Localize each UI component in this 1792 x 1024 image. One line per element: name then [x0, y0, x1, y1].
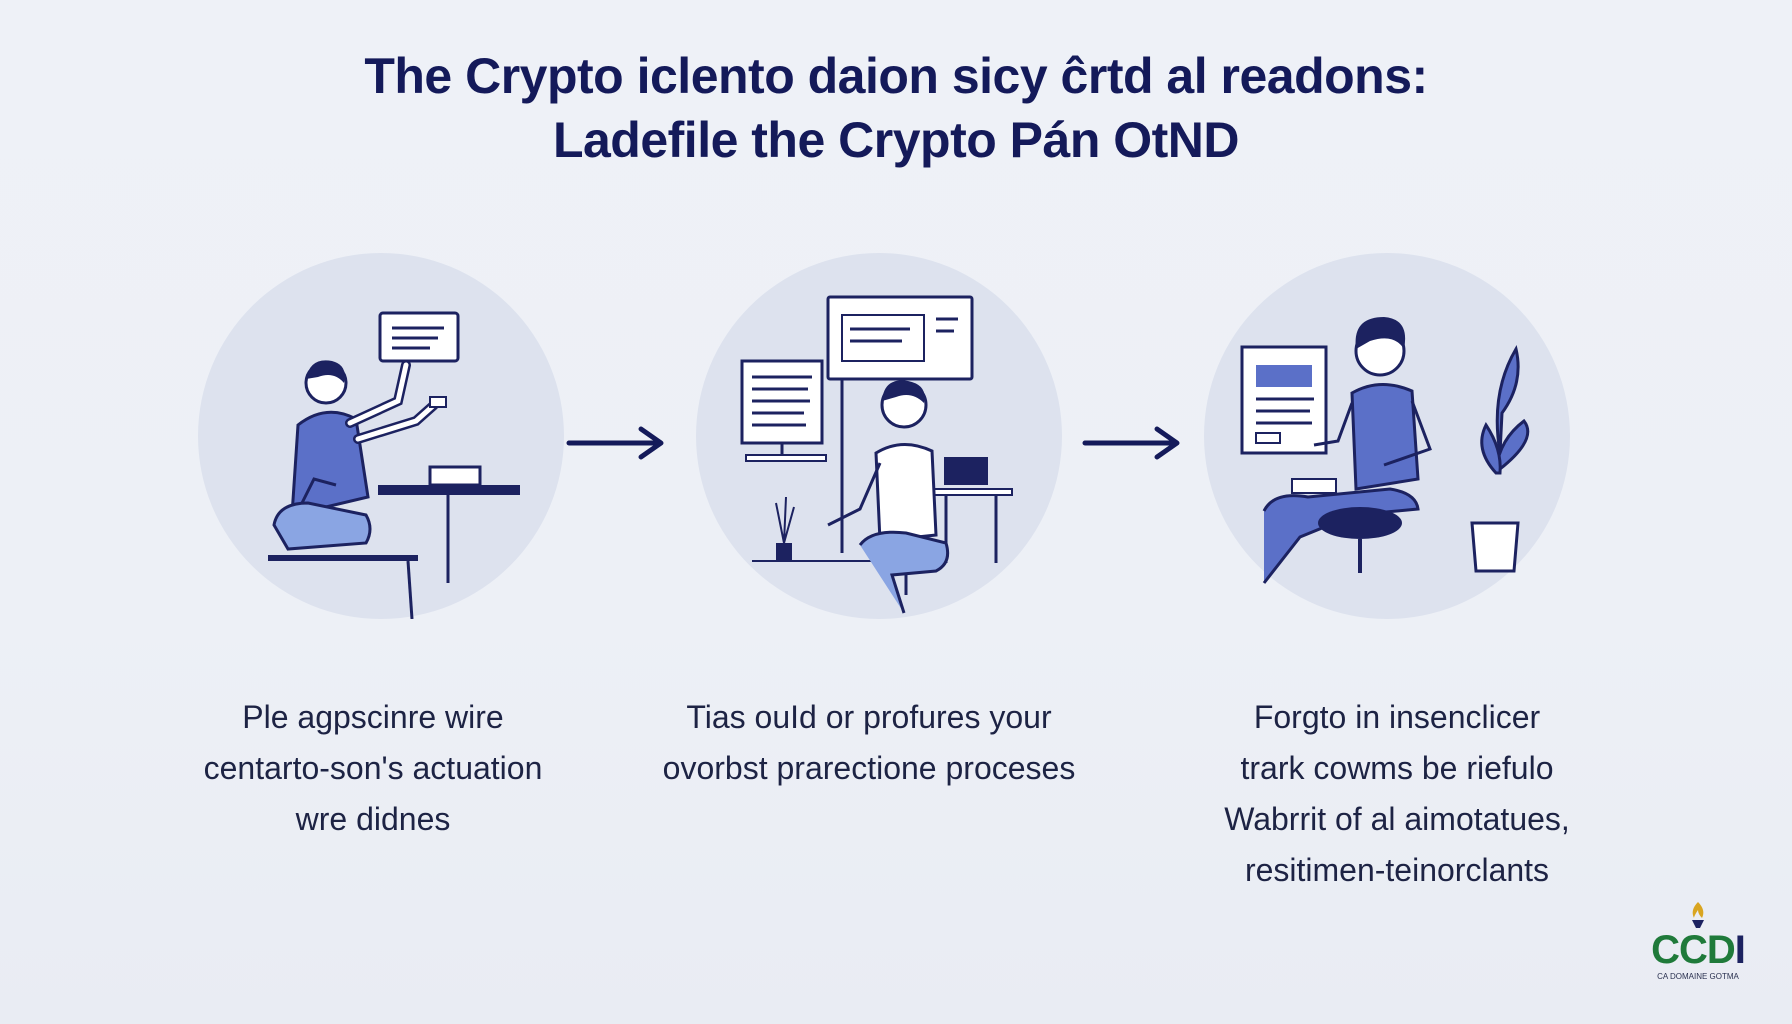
- caption-line: Tias ouId or profures your: [686, 699, 1052, 735]
- step-3-caption: Forgto in insenclicer trark cowms be rie…: [1157, 692, 1637, 896]
- person-at-computer-desk-icon: [696, 253, 1062, 619]
- step-3-illustration: [1204, 253, 1570, 619]
- torch-flame-icon: [1692, 902, 1704, 928]
- caption-line: Forgto in insenclicer: [1253, 699, 1541, 735]
- logo-wordmark: CCDI: [1651, 928, 1746, 972]
- logo-subtitle: CA DOMAINE GOTMA: [1657, 972, 1739, 981]
- brand-logo: CCDI CA DOMAINE GOTMA: [1642, 900, 1754, 990]
- caption-line: ovorbst prarectione proceses: [662, 750, 1076, 786]
- caption-line: Ple agpscinre wire: [242, 699, 504, 735]
- page-title: The Crypto iclento daion sicy ĉrtd al re…: [0, 44, 1792, 172]
- caption-line: centarto-son's actuation: [203, 750, 543, 786]
- step-1-caption: Ple agpscinre wire centarto-son's actuat…: [133, 692, 613, 845]
- caption-line: wre didnes: [295, 801, 451, 837]
- arrow-right-icon: [1081, 423, 1185, 463]
- person-pointing-at-screen-icon: [198, 253, 564, 619]
- caption-line: Wabrrit of al aimotatues,: [1224, 801, 1570, 837]
- step-1-illustration: [198, 253, 564, 619]
- caption-line: resitimen-teinorclants: [1244, 852, 1550, 888]
- title-line-2: Ladefile the Crypto Pán OtND: [552, 112, 1240, 168]
- arrow-right-icon: [565, 423, 669, 463]
- step-2-caption: Tias ouId or profures your ovorbst prare…: [629, 692, 1109, 794]
- step-2-illustration: [696, 253, 1062, 619]
- caption-line: trark cowms be riefulo: [1240, 750, 1554, 786]
- title-line-1: The Crypto iclento daion sicy ĉrtd al re…: [364, 48, 1428, 104]
- person-holding-document-icon: [1204, 253, 1570, 619]
